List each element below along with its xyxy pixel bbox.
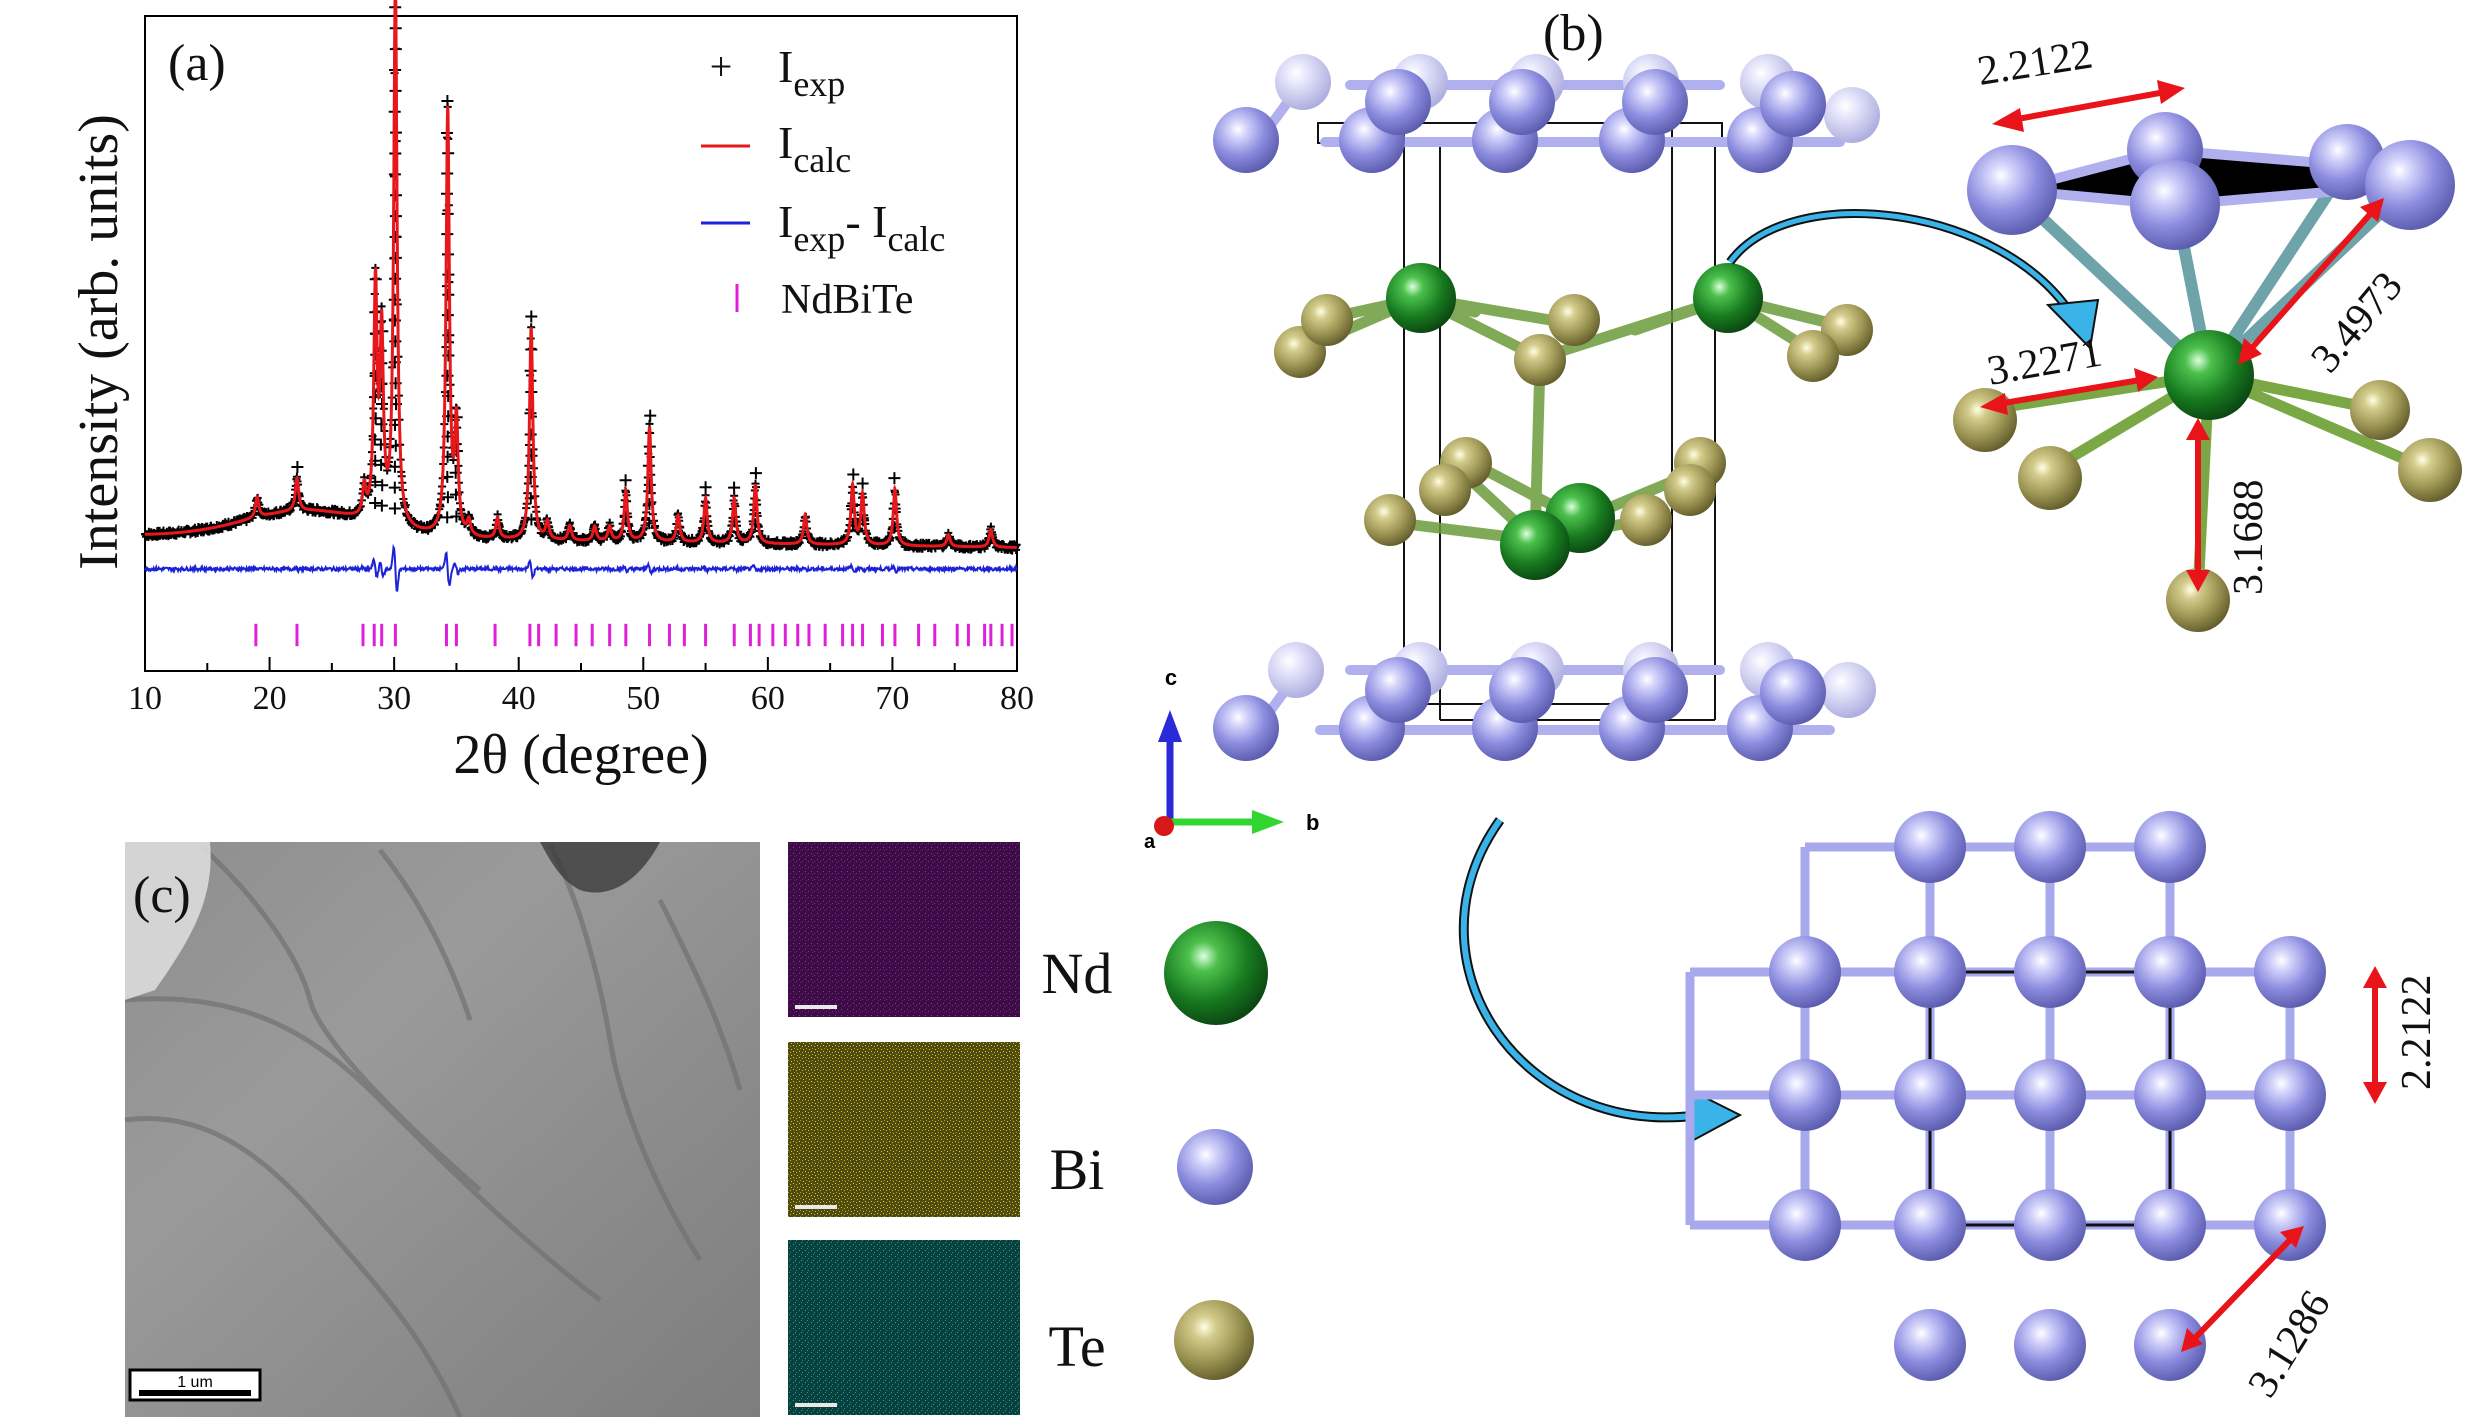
distance-square-diagonal: 3.1286 xyxy=(2239,1283,2339,1405)
bi-atom xyxy=(2014,1309,2086,1381)
curved-arrow-to-polyhedron xyxy=(1726,209,2100,351)
sem-scale-bar-label: 1 um xyxy=(177,1374,213,1391)
bi-atom xyxy=(1894,1309,1966,1381)
bi-atom xyxy=(2134,1189,2206,1261)
bi-atom xyxy=(2134,811,2206,883)
bi-atom xyxy=(1894,1189,1966,1261)
bi-atom xyxy=(2134,1309,2206,1381)
distance-arrows-net xyxy=(2181,966,2387,1352)
bi-atoms-top-front xyxy=(1213,69,1826,173)
element-label-nd: Nd xyxy=(1042,941,1113,1006)
unit-cell-outline xyxy=(1317,122,1723,721)
x-tick-label: 10 xyxy=(128,680,162,717)
x-tick-label: 50 xyxy=(626,680,660,717)
bragg-tick-marks xyxy=(254,623,1014,647)
bi-atom xyxy=(1894,811,1966,883)
legend-exp: Iexp xyxy=(778,41,845,104)
element-ball-te xyxy=(1174,1300,1254,1380)
panel-c-label: (c) xyxy=(133,867,191,924)
bi-atom xyxy=(1769,936,1841,1008)
axis-c-label: c xyxy=(1165,665,1177,690)
series-difference xyxy=(144,543,1018,592)
element-ball-nd xyxy=(1164,921,1268,1025)
bi-atom xyxy=(2014,936,2086,1008)
element-label-bi: Bi xyxy=(1050,1137,1105,1202)
bi-atom xyxy=(1894,1059,1966,1131)
x-tick-label: 80 xyxy=(1000,680,1034,717)
distance-nd-te-left: 3.2271 xyxy=(1984,329,2106,394)
element-label-te: Te xyxy=(1048,1314,1105,1379)
bi-atoms-bottom xyxy=(1213,642,1876,761)
middle-layer-atoms xyxy=(1274,263,1873,580)
sem-dark-edge xyxy=(540,842,660,893)
edx-map-bi xyxy=(788,1042,1020,1217)
axes-triad: c b a xyxy=(1144,665,1319,853)
bi-atom xyxy=(2254,1189,2326,1261)
legend-marker-plus: + xyxy=(710,44,733,89)
crystal-structure-panel: (b) xyxy=(1144,5,2462,1405)
net-distance-labels: 2.2122 3.1286 xyxy=(2239,975,2440,1406)
x-tick-label: 70 xyxy=(875,680,909,717)
x-tick-label: 20 xyxy=(253,680,287,717)
bi-atom xyxy=(1894,936,1966,1008)
x-tick-label: 60 xyxy=(751,680,785,717)
plot-frame xyxy=(144,15,1018,672)
edx-map-te xyxy=(788,1240,1020,1415)
legend-diff: Iexp- Icalc xyxy=(778,196,945,259)
element-ball-bi xyxy=(1177,1129,1253,1205)
bi-atom xyxy=(2014,1059,2086,1131)
bi-atom xyxy=(2014,1189,2086,1261)
axis-a-label: a xyxy=(1144,831,1156,853)
bi-atom xyxy=(2014,811,2086,883)
x-tick-label: 40 xyxy=(502,680,536,717)
bi-square-net xyxy=(1685,811,2326,1381)
bi-atom xyxy=(2134,936,2206,1008)
x-axis-label: 2θ (degree) xyxy=(453,724,708,786)
distance-square-side: 2.2122 xyxy=(2394,975,2440,1091)
bi-atom xyxy=(2134,1059,2206,1131)
y-axis-label: Intensity (arb. units) xyxy=(68,114,130,570)
x-axis-ticks: 10 20 30 40 50 60 70 80 xyxy=(128,657,1034,717)
bi-atom xyxy=(1769,1059,1841,1131)
bi-atom xyxy=(2254,936,2326,1008)
panel-a-label: (a) xyxy=(168,35,226,92)
distance-nd-bi: 3.4973 xyxy=(2302,263,2411,381)
legend-calc: Icalc xyxy=(778,117,851,180)
bi-atom xyxy=(2254,1059,2326,1131)
distance-nd-te-down: 3.1688 xyxy=(2226,480,2272,596)
xrd-pattern-panel: 10 20 30 40 50 60 70 80 (a) + Iexp Icalc Iexp- … xyxy=(68,0,1034,786)
panel-b-label: (b) xyxy=(1543,5,1604,62)
bi-atom xyxy=(1769,1189,1841,1261)
edx-map-nd xyxy=(788,842,1020,1017)
axis-b-label: b xyxy=(1306,810,1319,835)
legend: + Iexp Icalc Iexp- Icalc NdBiTe xyxy=(701,41,945,323)
sem-image xyxy=(125,842,760,1417)
sem-edx-panel: 1 um (c) Nd Bi Te xyxy=(124,842,1268,1417)
series-icalc xyxy=(145,0,1017,549)
legend-ndbite: NdBiTe xyxy=(781,277,913,323)
sem-bright-flake xyxy=(125,842,211,1000)
x-tick-label: 30 xyxy=(377,680,411,717)
bi-layer-bonds xyxy=(1255,80,1845,735)
distance-arrows-polyhedron xyxy=(1980,80,2384,592)
distance-bi-bi-top: 2.2122 xyxy=(1974,31,2095,95)
sem-texture xyxy=(124,843,743,1417)
